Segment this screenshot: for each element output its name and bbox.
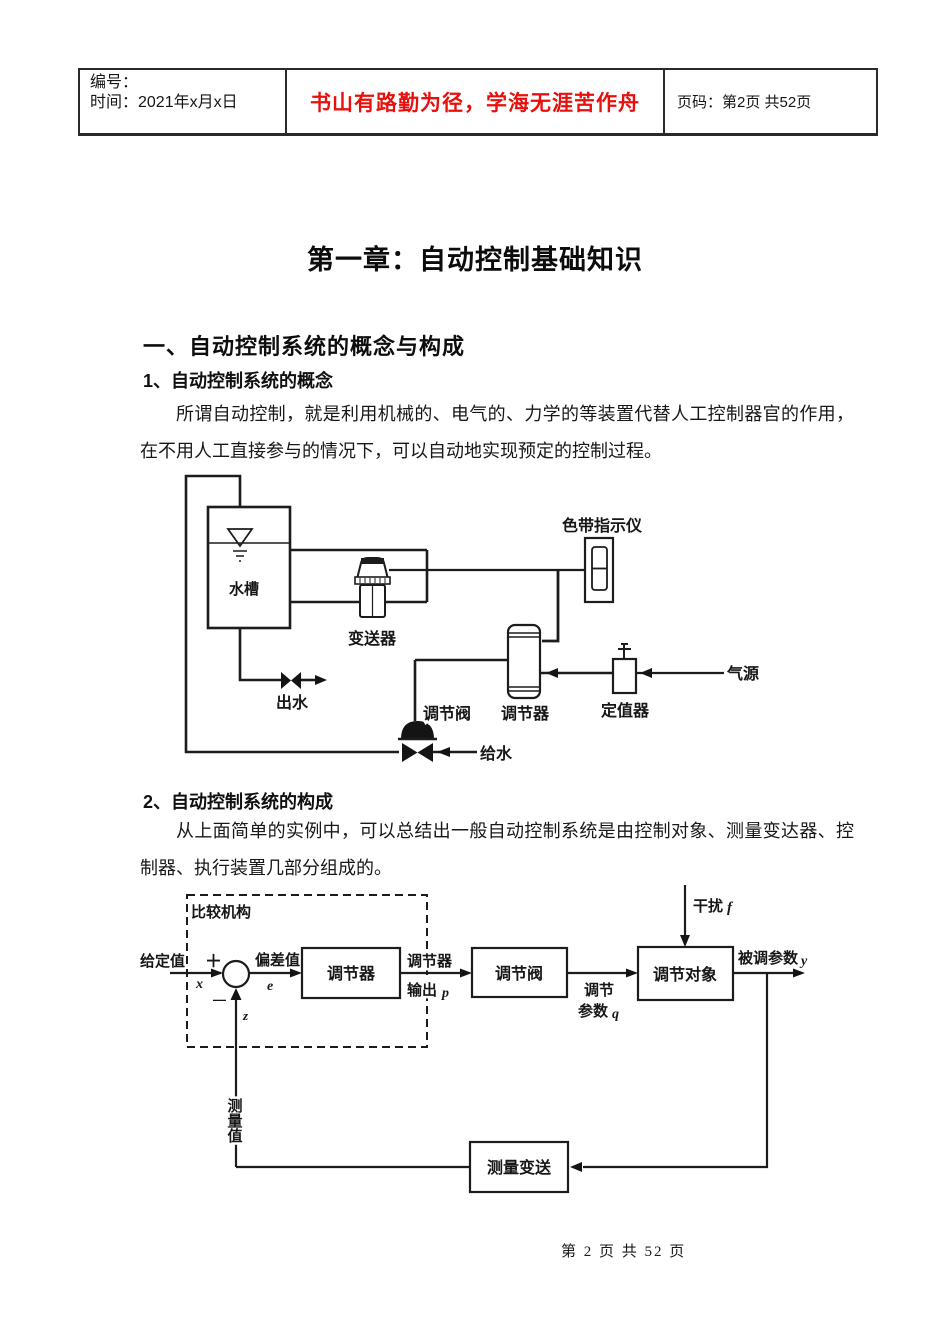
label-var-y: y [799, 954, 808, 969]
header-cell-meta: 编号： 时间：2021年x月x日 [80, 70, 285, 133]
label-transmitter: 变送器 [348, 629, 397, 648]
header-number-label: 编号： [90, 74, 139, 91]
diagram-water-level-system: 水槽 变送器 色带指示仪 出水 调节阀 调节器 定值器 气源 给水 [184, 474, 759, 763]
transmitter-device [354, 557, 391, 618]
label-indicator: 色带指示仪 [562, 516, 643, 535]
label-disturbance: 干扰 [693, 897, 723, 915]
pipe-lines [184, 474, 724, 754]
signal-lines [170, 885, 800, 1169]
label-control-valve: 调节阀 [423, 704, 471, 723]
measure-box [468, 1140, 570, 1194]
diagram-control-block: 比较机构 给定值 ＋ x — z 偏差值 e 调节器 调节器 输出 p 调节阀 … [140, 885, 808, 1194]
page-title: 第一章：自动控制基础知识 [307, 245, 643, 275]
header-cell-motto: 书山有路勤为径，学海无涯苦作舟 [285, 70, 663, 133]
label-regulator: 调节器 [501, 704, 550, 723]
sub2-heading: 2、自动控制系统的构成 [143, 792, 334, 812]
paragraph-2: 从上面简单的实例中，可以总结出一般自动控制系统是由控制对象、测量变达器、控制器、… [140, 821, 854, 878]
label-plus-sign: ＋ [205, 952, 222, 971]
footer-page-number: 第 2 页 共 52 页 [561, 1244, 687, 1260]
label-object-box: 调节对象 [653, 965, 717, 984]
sub1-heading: 1、自动控制系统的概念 [143, 371, 334, 391]
header-time-label: 时间：2021年x月x日 [90, 94, 238, 111]
regulator-device [506, 623, 542, 700]
label-deviation: 偏差值 [255, 951, 300, 969]
label-measure-box: 测量变送 [487, 1158, 552, 1177]
control-valve-device [398, 721, 437, 762]
summing-junction [221, 959, 251, 989]
label-var-p: p [441, 986, 449, 1001]
header-table: 编号： 时间：2021年x月x日 书山有路勤为径，学海无涯苦作舟 页码：第2页 … [78, 68, 878, 136]
block-boxes [300, 945, 735, 1194]
label-air-source: 气源 [726, 664, 759, 683]
setter-device [611, 643, 638, 695]
label-outlet: 出水 [276, 693, 309, 712]
label-comparator: 比较机构 [191, 903, 251, 921]
label-minus-sign: — [213, 992, 226, 1007]
header-page-label: 页码：第2页 共52页 [677, 94, 812, 111]
header-cell-page: 页码：第2页 共52页 [663, 70, 876, 133]
label-setter: 定值器 [600, 701, 650, 720]
object-box [636, 945, 735, 1002]
label-setpoint: 给定值 [140, 952, 185, 970]
level-symbol-icon [226, 528, 254, 548]
paragraph-1: 所谓自动控制，就是利用机械的、电气的、力学的等装置代替人工控制器官的作用，在不用… [140, 404, 854, 461]
label-measured-value: 测量值 [226, 1097, 243, 1143]
comparator-dashed-box [186, 894, 428, 1048]
label-valve-box: 调节阀 [495, 964, 543, 983]
valve-box [470, 946, 569, 999]
outlet-valve-device [281, 672, 301, 689]
signal-arrows [211, 935, 805, 1172]
label-regulator-out-2: 输出 [407, 981, 437, 999]
regulator-box [300, 946, 402, 1000]
label-controlled-param: 被调参数 [738, 949, 799, 967]
label-adjust-1: 调节 [584, 981, 614, 999]
flow-arrows [315, 668, 652, 757]
label-feed-water: 给水 [480, 744, 513, 763]
label-var-x: x [195, 977, 203, 992]
label-var-z: z [242, 1008, 249, 1023]
label-regulator-box: 调节器 [327, 964, 376, 983]
section-heading: 一、自动控制系统的概念与构成 [143, 334, 466, 359]
label-tank: 水槽 [229, 580, 259, 598]
label-adjust-2: 参数 [578, 1002, 609, 1020]
label-var-q: q [612, 1007, 619, 1022]
water-tank [206, 505, 292, 630]
label-var-f: f [727, 900, 734, 916]
label-var-e: e [267, 979, 273, 994]
band-indicator-device [583, 536, 615, 604]
header-motto: 书山有路勤为径，学海无涯苦作舟 [310, 91, 640, 115]
label-regulator-out-1: 调节器 [407, 952, 453, 970]
